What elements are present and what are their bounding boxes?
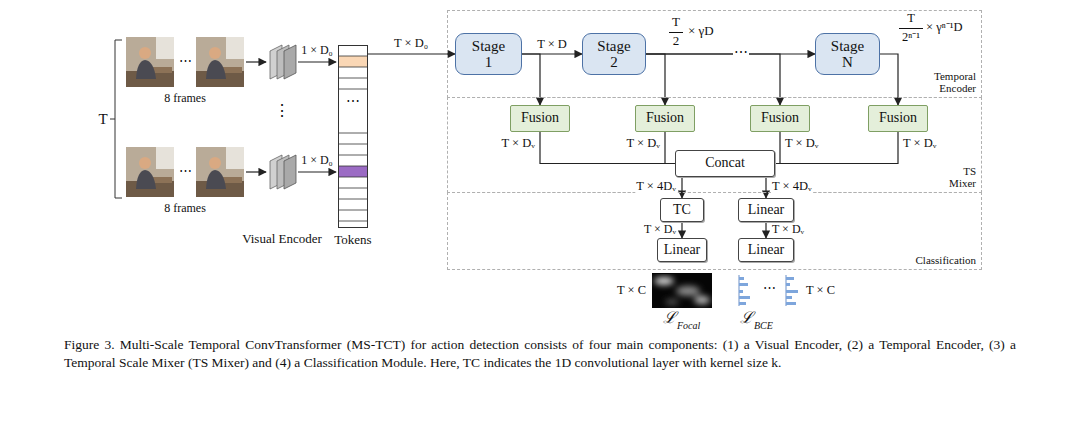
fraction-numerator: T bbox=[672, 15, 680, 30]
loss-symbol: ℒ bbox=[740, 309, 753, 327]
connector bbox=[368, 53, 455, 54]
heatmap bbox=[652, 273, 712, 308]
connector bbox=[765, 177, 766, 198]
dimension-label: T × Dᵥ bbox=[902, 136, 937, 150]
connector bbox=[765, 222, 766, 238]
module-region: Temporal Encoder Stage 1 Stage 2 Stage N bbox=[447, 10, 982, 98]
region-label: Classification bbox=[916, 254, 977, 266]
visual-encoder bbox=[270, 45, 296, 189]
fusion-box: Fusion bbox=[635, 105, 695, 132]
ellipsis: ⋮ bbox=[274, 102, 290, 120]
connector bbox=[775, 132, 780, 164]
stage-box: Stage 1 bbox=[455, 33, 522, 75]
module-region: ClassificationTCLinearLinearLinear bbox=[447, 192, 982, 270]
box-label: Stage 2 bbox=[594, 38, 634, 71]
dimension-label: T × Dᵥ bbox=[626, 136, 661, 150]
box-label: Linear bbox=[664, 242, 701, 258]
stage-box: Stage N bbox=[815, 33, 880, 75]
layer-box: TC bbox=[660, 198, 704, 222]
dimension-label: T × D₀ bbox=[393, 36, 429, 50]
token-column: ⋯Tokens bbox=[338, 45, 368, 228]
dimension-label: ⋯ bbox=[733, 45, 749, 61]
dimension-label: 1 × D₀ bbox=[301, 44, 333, 58]
dimension-label: 1 × D₀ bbox=[301, 154, 333, 168]
box-label: Fusion bbox=[521, 110, 559, 126]
box-label: Stage N bbox=[828, 38, 868, 71]
dimension-label: × γD bbox=[688, 24, 714, 39]
column-label: Tokens bbox=[334, 233, 371, 248]
arrows bbox=[246, 62, 336, 172]
frame-count: 8 frames bbox=[164, 92, 206, 106]
region-label: Temporal Encoder bbox=[924, 70, 976, 94]
dimension-label: T × C bbox=[806, 283, 835, 297]
dimension-label: T × D bbox=[536, 37, 568, 51]
token-cells bbox=[338, 56, 368, 221]
fusion-box: Fusion bbox=[510, 105, 570, 132]
box-label: TC bbox=[673, 202, 691, 218]
connector bbox=[540, 132, 675, 164]
box-label: Linear bbox=[748, 202, 785, 218]
connector bbox=[681, 222, 682, 238]
connector bbox=[775, 132, 898, 164]
layer-box: Concat bbox=[675, 150, 775, 177]
region-label: TS Mixer bbox=[936, 165, 976, 189]
ellipsis: ⋯ bbox=[339, 94, 367, 110]
box-label: Fusion bbox=[761, 110, 799, 126]
box-label: Fusion bbox=[646, 110, 684, 126]
box-label: Concat bbox=[705, 155, 745, 171]
dimension-label: T × C bbox=[617, 283, 646, 297]
ellipsis: ⋯ bbox=[179, 164, 192, 179]
connector bbox=[665, 132, 675, 164]
dimension-label: T × Dᵥ bbox=[771, 223, 805, 237]
component-label: Visual Encoder bbox=[242, 232, 322, 247]
connector bbox=[681, 177, 682, 198]
fraction-denominator: 2ⁿ⁻¹ bbox=[902, 30, 920, 44]
fusion-box: Fusion bbox=[750, 105, 810, 132]
dimension-label: T × Dᵥ bbox=[643, 223, 677, 237]
ellipsis: ⋯ bbox=[763, 281, 776, 296]
frames-bracket bbox=[110, 40, 122, 198]
box-label: Stage 1 bbox=[469, 38, 509, 71]
layer-box: Linear bbox=[738, 198, 794, 222]
loss-subscript: Focal bbox=[677, 320, 700, 332]
bracket-label: T bbox=[98, 111, 107, 128]
dimension-label: T × 4Dᵥ bbox=[771, 179, 813, 193]
loss-symbol: ℒ bbox=[663, 309, 676, 327]
figure-caption: Figure 3. Multi-Scale Temporal ConvTrans… bbox=[64, 336, 1016, 372]
box-label: Fusion bbox=[879, 110, 917, 126]
fusion-box: Fusion bbox=[868, 105, 928, 132]
dimension-label: × γⁿ⁻¹D bbox=[926, 20, 962, 34]
fraction-numerator: T bbox=[907, 11, 915, 25]
layer-box: Linear bbox=[657, 238, 707, 262]
dimension-label: T × Dᵥ bbox=[501, 136, 536, 150]
box-label: Linear bbox=[748, 242, 785, 258]
video-frames bbox=[126, 37, 244, 197]
ellipsis: ⋯ bbox=[179, 54, 192, 69]
stage-box: Stage 2 bbox=[582, 33, 646, 75]
fraction-denominator: 2 bbox=[673, 34, 680, 49]
dimension-label: T × 4Dᵥ bbox=[635, 179, 677, 193]
dimension-label: T × Dᵥ bbox=[784, 136, 819, 150]
bar-icons bbox=[739, 275, 798, 306]
loss-subscript: BCE bbox=[754, 320, 773, 332]
frame-count: 8 frames bbox=[164, 202, 206, 216]
layer-box: Linear bbox=[738, 238, 794, 262]
